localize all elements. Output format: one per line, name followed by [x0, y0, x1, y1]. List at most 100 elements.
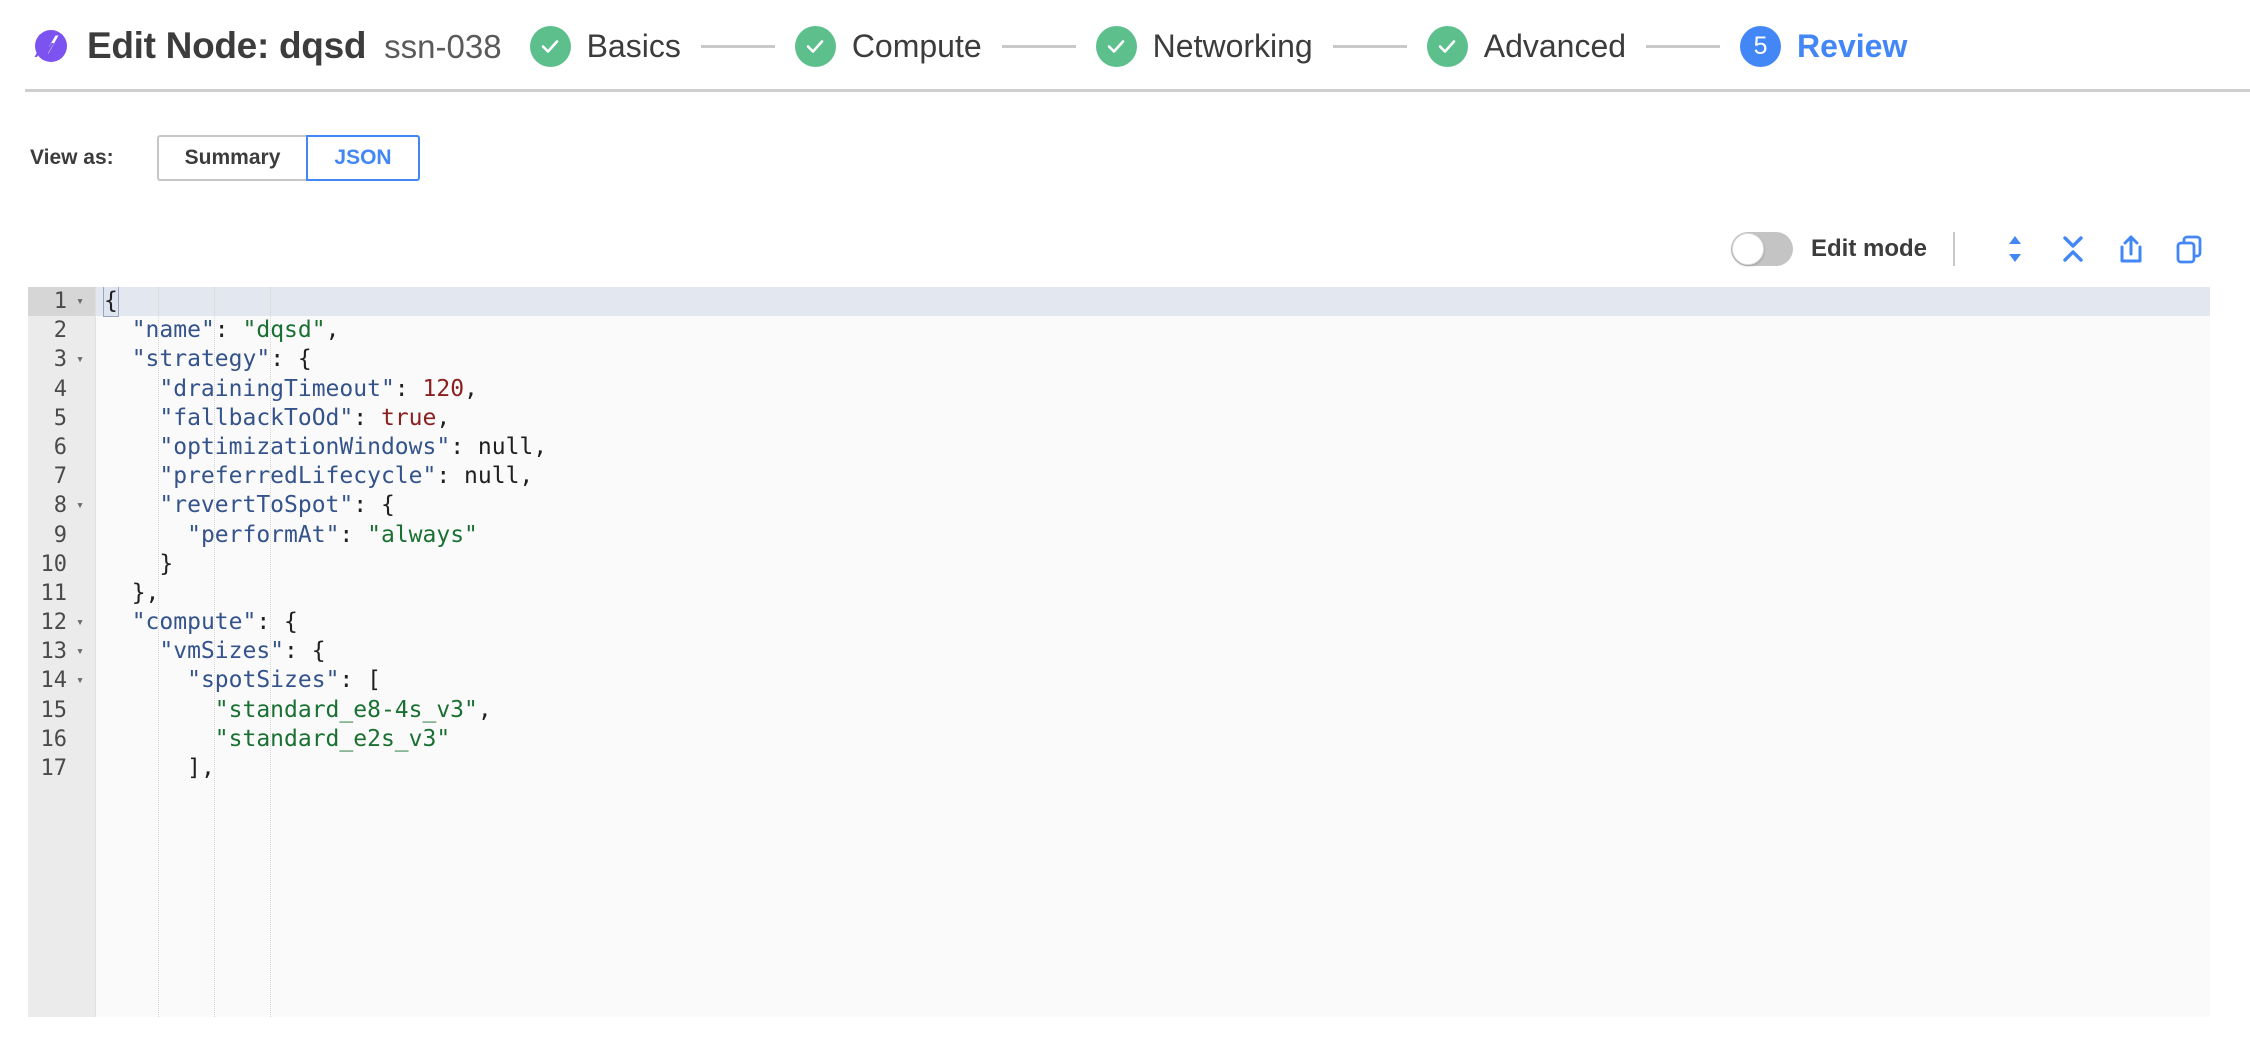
code-token: "revertToSpot": [159, 492, 354, 519]
code-token: }: [159, 550, 174, 577]
code-token: ,: [325, 317, 340, 344]
code-token: "optimizationWindows": [159, 433, 451, 460]
code-line[interactable]: "name": "dqsd",: [96, 316, 2210, 345]
code-token: : {: [284, 638, 326, 665]
fold-arrow-icon[interactable]: ▾: [76, 615, 84, 631]
stepper-label-networking: Networking: [1152, 27, 1313, 64]
header-divider: [25, 89, 2250, 92]
code-token: : null,: [436, 463, 534, 490]
line-number: 3▾: [28, 345, 95, 374]
step-status-icon-basics: [529, 25, 571, 67]
code-token: 120: [422, 375, 465, 402]
code-token: "drainingTimeout": [159, 375, 395, 402]
view-as-toggle-group: Summary JSON: [156, 135, 420, 181]
code-line[interactable]: "revertToSpot": {: [96, 491, 2210, 520]
page-header: Edit Node: dqsd ssn-038 Basics Compute N…: [0, 0, 2250, 92]
fold-arrow-icon[interactable]: ▾: [76, 673, 84, 689]
code-token: : {: [353, 492, 395, 519]
line-number: 13▾: [28, 637, 95, 666]
collapse-all-icon[interactable]: [2050, 229, 2096, 269]
code-line[interactable]: }: [96, 550, 2210, 579]
code-line[interactable]: "preferredLifecycle": null,: [96, 462, 2210, 491]
bracket-match: {: [103, 287, 119, 318]
stepper-connector-4: [1646, 44, 1721, 48]
code-line[interactable]: },: [96, 579, 2210, 608]
code-line[interactable]: "strategy": {: [96, 345, 2210, 374]
view-as-row: View as: Summary JSON: [0, 135, 2250, 181]
line-number: 17▾: [40, 756, 68, 781]
fold-arrow-icon[interactable]: ▾: [76, 644, 84, 660]
fold-arrow-icon[interactable]: ▾: [76, 498, 84, 514]
code-line[interactable]: "compute": {: [96, 608, 2210, 637]
stepper-connector-3: [1332, 44, 1407, 48]
code-line[interactable]: "spotSizes": [: [96, 666, 2210, 695]
code-token: ,: [436, 404, 451, 431]
code-token: "preferredLifecycle": [159, 463, 437, 490]
code-token: true: [380, 404, 437, 431]
line-number: 15▾: [40, 697, 68, 723]
share-icon[interactable]: [2108, 229, 2154, 269]
line-number: 12▾: [28, 608, 95, 637]
code-line[interactable]: "fallbackToOd": true,: [96, 404, 2210, 433]
line-number: 5▾: [53, 405, 67, 431]
stepper-connector-2: [1001, 44, 1076, 48]
view-as-option-summary[interactable]: Summary: [156, 135, 309, 181]
line-number: 1▾: [28, 287, 95, 317]
stepper-step-networking[interactable]: Networking: [1095, 25, 1313, 67]
fold-arrow-icon[interactable]: ▾: [76, 294, 84, 309]
edit-mode-toggle-knob: [1731, 233, 1764, 265]
code-token: "vmSizes": [159, 638, 285, 665]
code-token: : {: [256, 609, 298, 636]
stepper-connector-1: [700, 44, 775, 48]
expand-all-icon[interactable]: [1992, 229, 2038, 269]
code-line[interactable]: "drainingTimeout": 120,: [96, 375, 2210, 404]
line-number: 8▾: [28, 491, 95, 520]
line-number: 11▾: [40, 580, 68, 606]
fold-arrow-icon[interactable]: ▾: [76, 352, 84, 368]
code-line[interactable]: "optimizationWindows": null,: [96, 433, 2210, 462]
page-title: Edit Node: dqsd ssn-038: [87, 25, 502, 67]
code-token: "strategy": [131, 346, 271, 373]
code-line[interactable]: "performAt": "always": [96, 521, 2210, 550]
line-number: 10▾: [40, 551, 68, 577]
code-token: "standard_e2s_v3": [214, 725, 451, 752]
code-line[interactable]: ],: [96, 754, 2210, 783]
code-token: : null,: [450, 433, 548, 460]
stepper-label-review: Review: [1797, 27, 1908, 64]
code-line[interactable]: "standard_e2s_v3": [96, 725, 2210, 754]
stepper-step-advanced[interactable]: Advanced: [1426, 25, 1626, 67]
edit-mode-label: Edit mode: [1810, 235, 1927, 262]
stepper-step-compute[interactable]: Compute: [794, 25, 982, 67]
json-editor-toolbar: Edit mode: [0, 225, 2250, 273]
code-line[interactable]: "vmSizes": {: [96, 637, 2210, 666]
code-token: : [: [339, 667, 381, 694]
code-line[interactable]: {: [96, 287, 2210, 318]
stepper-label-basics: Basics: [586, 27, 681, 64]
code-token: "fallbackToOd": [159, 404, 354, 431]
step-status-icon-networking: [1095, 25, 1137, 67]
line-number: 6▾: [53, 434, 67, 460]
copy-icon[interactable]: [2166, 229, 2212, 269]
line-number: 14▾: [28, 666, 95, 695]
code-line[interactable]: "standard_e8-4s_v3",: [96, 696, 2210, 725]
edit-mode-toggle[interactable]: [1730, 232, 1793, 266]
code-token: "standard_e8-4s_v3": [214, 696, 478, 723]
code-area[interactable]: { "name": "dqsd", "strategy": { "drainin…: [96, 287, 2210, 1017]
code-token: "performAt": [187, 521, 340, 548]
step-number-badge-review: 5: [1740, 25, 1782, 67]
line-number: 16▾: [40, 726, 68, 752]
page-title-subtitle: ssn-038: [384, 28, 502, 65]
view-as-option-json[interactable]: JSON: [306, 135, 420, 181]
step-number-review: 5: [1753, 31, 1768, 60]
page-title-main: Edit Node: dqsd: [87, 25, 367, 66]
wizard-stepper: Basics Compute Networking Advanced: [529, 25, 2250, 67]
code-token: :: [394, 375, 423, 402]
json-editor[interactable]: 1▾2▾3▾4▾5▾6▾7▾8▾9▾10▾11▾12▾13▾14▾15▾16▾1…: [28, 287, 2210, 1017]
code-token: ,: [464, 375, 478, 402]
code-token: : {: [270, 346, 312, 373]
code-token: :: [214, 317, 243, 344]
stepper-step-review[interactable]: 5 Review: [1740, 25, 1908, 67]
line-number: 9▾: [53, 522, 67, 548]
stepper-step-basics[interactable]: Basics: [529, 25, 681, 67]
code-token: ],: [187, 755, 215, 781]
